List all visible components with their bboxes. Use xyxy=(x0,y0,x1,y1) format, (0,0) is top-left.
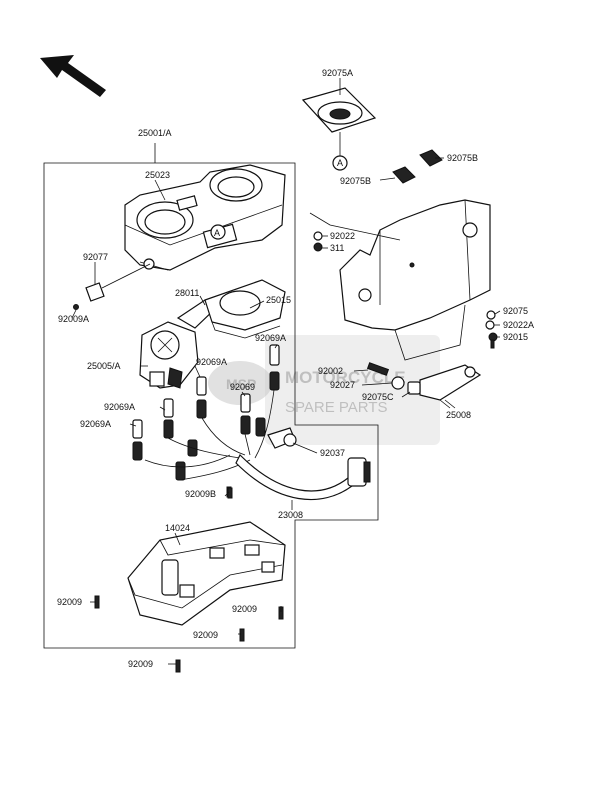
label-92022A: 92022A xyxy=(503,320,534,330)
front-direction-arrow-icon xyxy=(40,55,106,97)
dampers-92075B xyxy=(392,149,443,184)
label-92069A-4: 92069A xyxy=(80,419,111,429)
label-311: 311 xyxy=(330,243,344,253)
fasteners-right xyxy=(313,231,498,395)
bulb-socket-cluster xyxy=(132,344,280,481)
label-92075: 92075 xyxy=(503,306,528,316)
label-92027: 92027 xyxy=(330,380,355,390)
label-92037: 92037 xyxy=(320,448,345,458)
lower-cover xyxy=(127,521,286,626)
rubber-grommet-92075A: A xyxy=(301,87,377,171)
label-92009-4: 92009 xyxy=(128,659,153,669)
screws xyxy=(94,487,284,673)
label-92009-2: 92009 xyxy=(232,604,257,614)
ref-mark-a-grommet: A xyxy=(337,158,343,168)
label-92009A: 92009A xyxy=(58,314,89,324)
watermark-logo: MSP xyxy=(226,376,256,392)
meter-bracket xyxy=(309,199,491,409)
watermark-line2: SPARE PARTS xyxy=(285,399,388,416)
label-92009-3: 92009 xyxy=(193,630,218,640)
label-25015: 25015 xyxy=(266,295,291,305)
label-92077: 92077 xyxy=(83,252,108,262)
label-25005A: 25005/A xyxy=(87,361,121,371)
part-labels: 25001/A 25023 92077 92009A 28011 25015 2… xyxy=(57,68,534,669)
label-28011: 28011 xyxy=(175,288,199,298)
watermark-line1: MOTORCYCLE xyxy=(285,368,406,387)
ref-mark-a-housing: A xyxy=(214,228,220,238)
label-92069A-2: 92069A xyxy=(255,333,286,343)
label-92002: 92002 xyxy=(318,366,343,376)
label-92022: 92022 xyxy=(330,231,355,241)
label-92075B-2: 92075B xyxy=(340,176,371,186)
sensor-92077 xyxy=(73,263,151,310)
label-25001A: 25001/A xyxy=(138,128,172,138)
label-92015: 92015 xyxy=(503,332,528,342)
meter-assembly xyxy=(139,321,199,389)
label-92069A-1: 92069A xyxy=(196,357,227,367)
label-92075A: 92075A xyxy=(322,68,353,78)
label-23008: 23008 xyxy=(278,510,303,520)
wire-harness xyxy=(144,389,371,501)
group-bracket-meter xyxy=(43,143,379,649)
label-92069: 92069 xyxy=(230,382,255,392)
meter-panel xyxy=(176,279,286,339)
leader-lines xyxy=(71,78,501,665)
label-92075B: 92075B xyxy=(447,153,478,163)
label-92009B: 92009B xyxy=(185,489,216,499)
label-25008: 25008 xyxy=(446,410,471,420)
label-92009-1: 92009 xyxy=(57,597,82,607)
meter-housing: A xyxy=(124,164,286,271)
label-92075C: 92075C xyxy=(362,392,394,402)
watermark: MSP MOTORCYCLE SPARE PARTS xyxy=(208,335,440,445)
label-25023: 25023 xyxy=(145,170,170,180)
label-14024: 14024 xyxy=(165,523,190,533)
label-92069A-3: 92069A xyxy=(104,402,135,412)
